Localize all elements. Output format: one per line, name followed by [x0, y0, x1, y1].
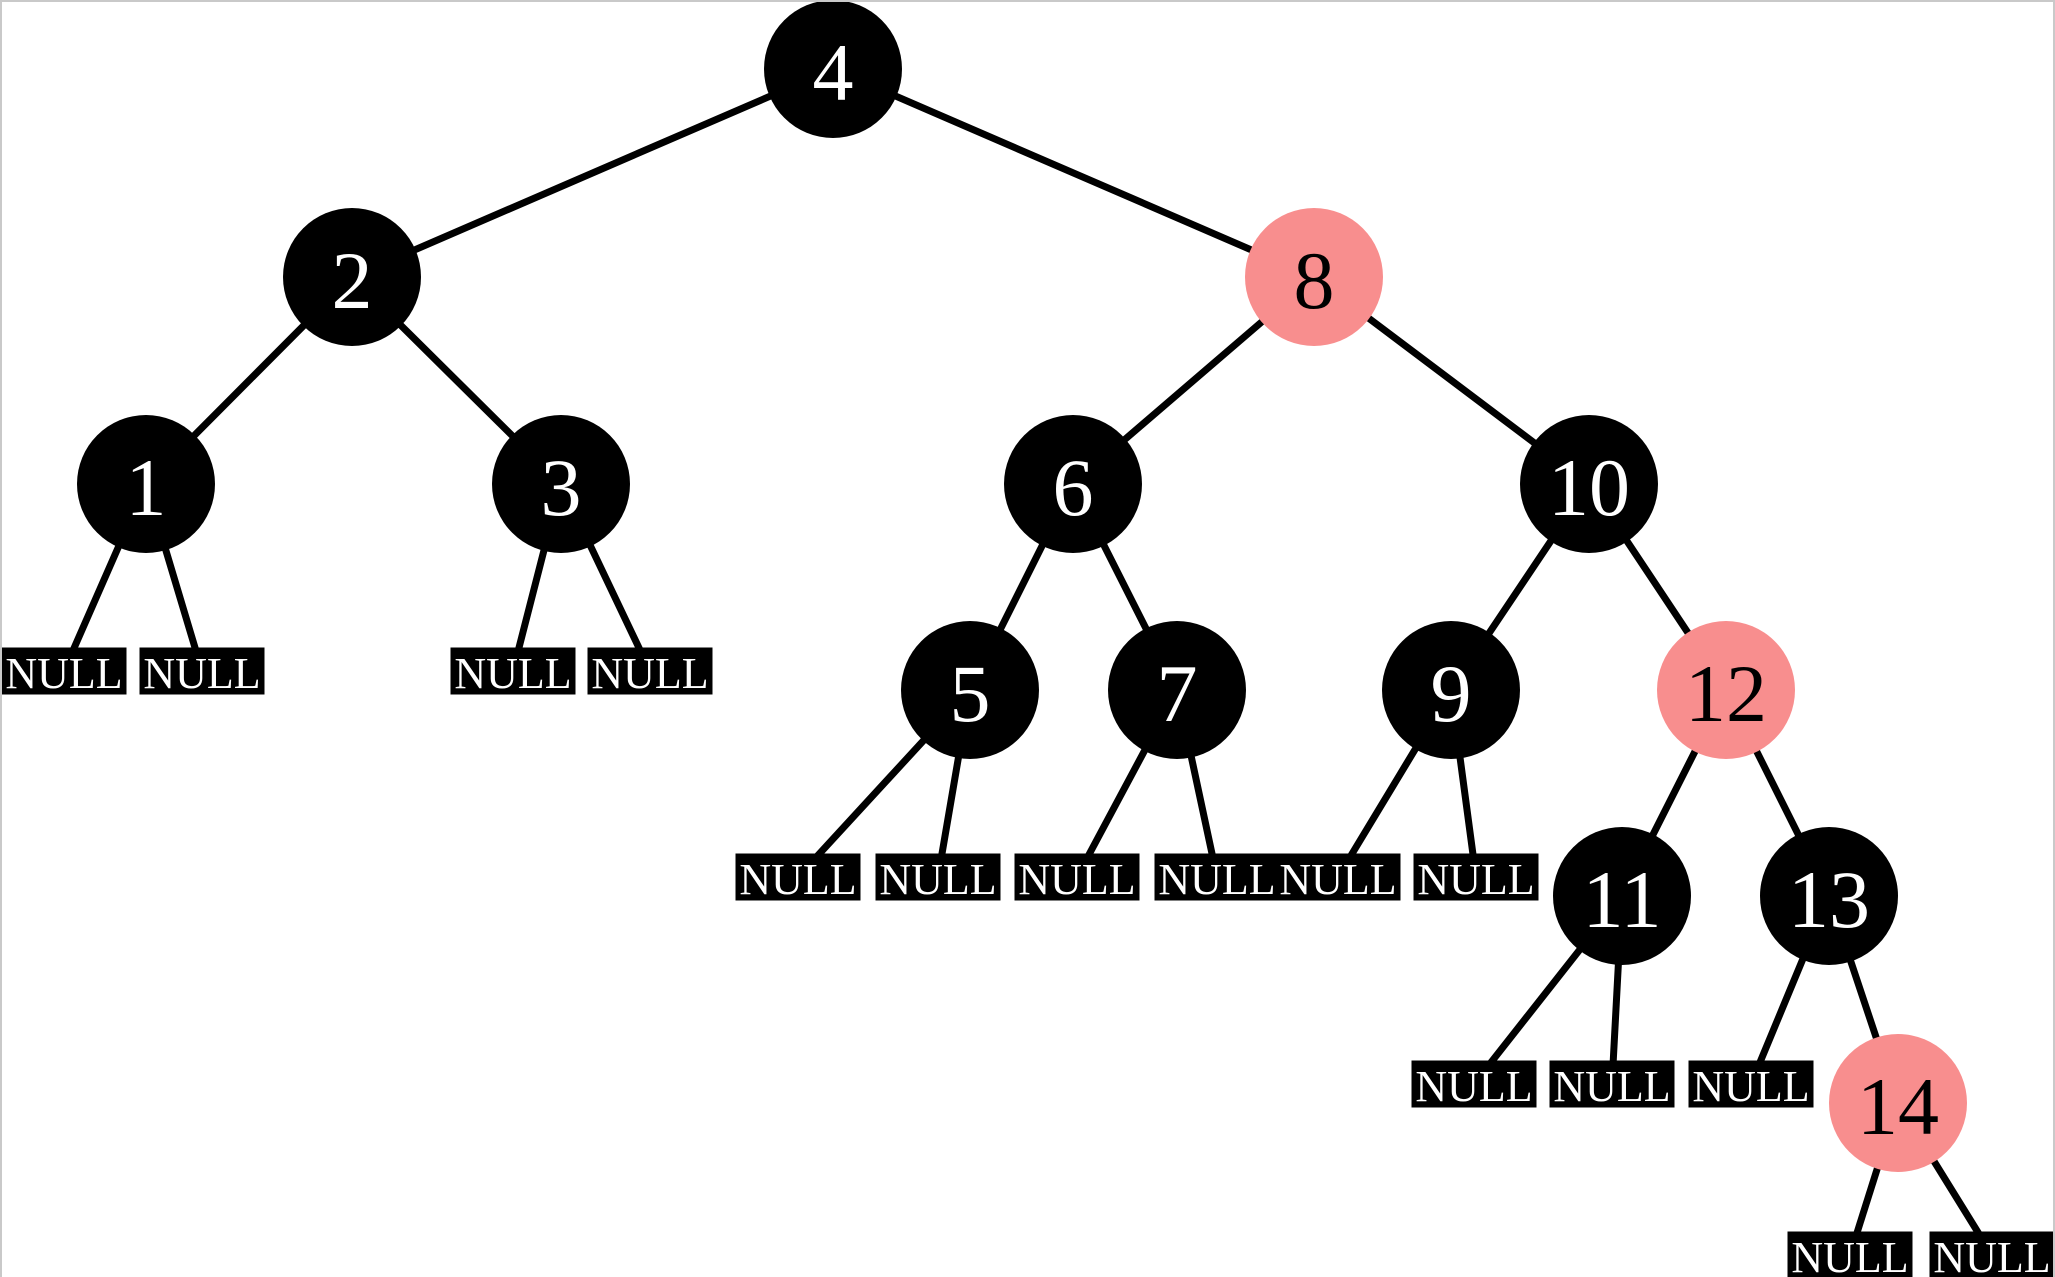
null-leaf-nil6	[875, 853, 1001, 901]
null-leaf-label-nil4: NULL	[591, 649, 708, 698]
null-leaf-label-nil7: NULL	[1018, 855, 1135, 904]
tree-node-label-11: 11	[1583, 854, 1662, 945]
tree-node-3	[492, 415, 630, 553]
null-leaf-nil12	[1549, 1060, 1675, 1108]
null-leaf-label-nil5: NULL	[739, 855, 856, 904]
tree-node-7	[1108, 621, 1246, 759]
tree-node-14	[1829, 1034, 1967, 1172]
null-leaf-label-nil8: NULL	[1158, 855, 1275, 904]
null-leaf-nil4	[587, 647, 713, 695]
null-leaf-label-nil2: NULL	[143, 649, 260, 698]
tree-node-label-9: 9	[1431, 648, 1472, 739]
null-leaf-nil9	[1275, 853, 1401, 901]
null-leaf-label-nil12: NULL	[1553, 1062, 1670, 1111]
tree-node-6	[1004, 415, 1142, 553]
tree-node-label-3: 3	[541, 442, 582, 533]
null-leaf-nil15	[1929, 1231, 2055, 1277]
null-leaf-nil2	[139, 647, 265, 695]
null-leaf-nil14	[1787, 1231, 1913, 1277]
null-leaf-nil11	[1411, 1060, 1537, 1108]
tree-node-11	[1553, 827, 1691, 965]
null-leaf-label-nil14: NULL	[1791, 1233, 1908, 1277]
null-leaf-label-nil9: NULL	[1279, 855, 1396, 904]
tree-node-4	[764, 0, 902, 138]
tree-node-8	[1245, 208, 1383, 346]
canvas-border-top	[0, 0, 2055, 2]
tree-node-9	[1382, 621, 1520, 759]
null-leaf-label-nil13: NULL	[1692, 1062, 1809, 1111]
tree-node-label-7: 7	[1157, 648, 1198, 739]
tree-node-label-2: 2	[332, 235, 373, 326]
tree-edge-4-2	[348, 65, 837, 281]
tree-node-label-6: 6	[1053, 442, 1094, 533]
tree-node-label-8: 8	[1294, 235, 1335, 326]
null-leaf-nil13	[1688, 1060, 1814, 1108]
tree-node-label-10: 10	[1548, 442, 1630, 533]
tree-node-label-4: 4	[813, 27, 854, 118]
tree-node-5	[901, 621, 1039, 759]
null-leaf-nil5	[735, 853, 861, 901]
null-leaf-label-nil3: NULL	[454, 649, 571, 698]
null-leaf-nil1	[1, 647, 127, 695]
canvas-border-right	[2053, 0, 2055, 1277]
tree-node-label-5: 5	[950, 648, 991, 739]
canvas-border-left	[0, 0, 2, 1277]
null-leaf-nil3	[450, 647, 576, 695]
tree-node-13	[1760, 827, 1898, 965]
tree-node-label-14: 14	[1857, 1061, 1939, 1152]
tree-node-label-12: 12	[1685, 648, 1767, 739]
tree-node-2	[283, 208, 421, 346]
tree-node-1	[77, 415, 215, 553]
null-leaf-label-nil10: NULL	[1417, 855, 1534, 904]
null-leaf-label-nil1: NULL	[5, 649, 122, 698]
null-leaf-label-nil15: NULL	[1933, 1233, 2050, 1277]
null-leaf-nil10	[1413, 853, 1539, 901]
null-leaf-nil8	[1154, 853, 1280, 901]
tree-node-label-13: 13	[1788, 854, 1870, 945]
tree-edge-4-8	[829, 65, 1318, 281]
null-leaf-label-nil6: NULL	[879, 855, 996, 904]
tree-node-10	[1520, 415, 1658, 553]
tree-node-12	[1657, 621, 1795, 759]
null-leaf-nil7	[1014, 853, 1140, 901]
tree-node-label-1: 1	[126, 442, 167, 533]
null-leaf-label-nil11: NULL	[1415, 1062, 1532, 1111]
